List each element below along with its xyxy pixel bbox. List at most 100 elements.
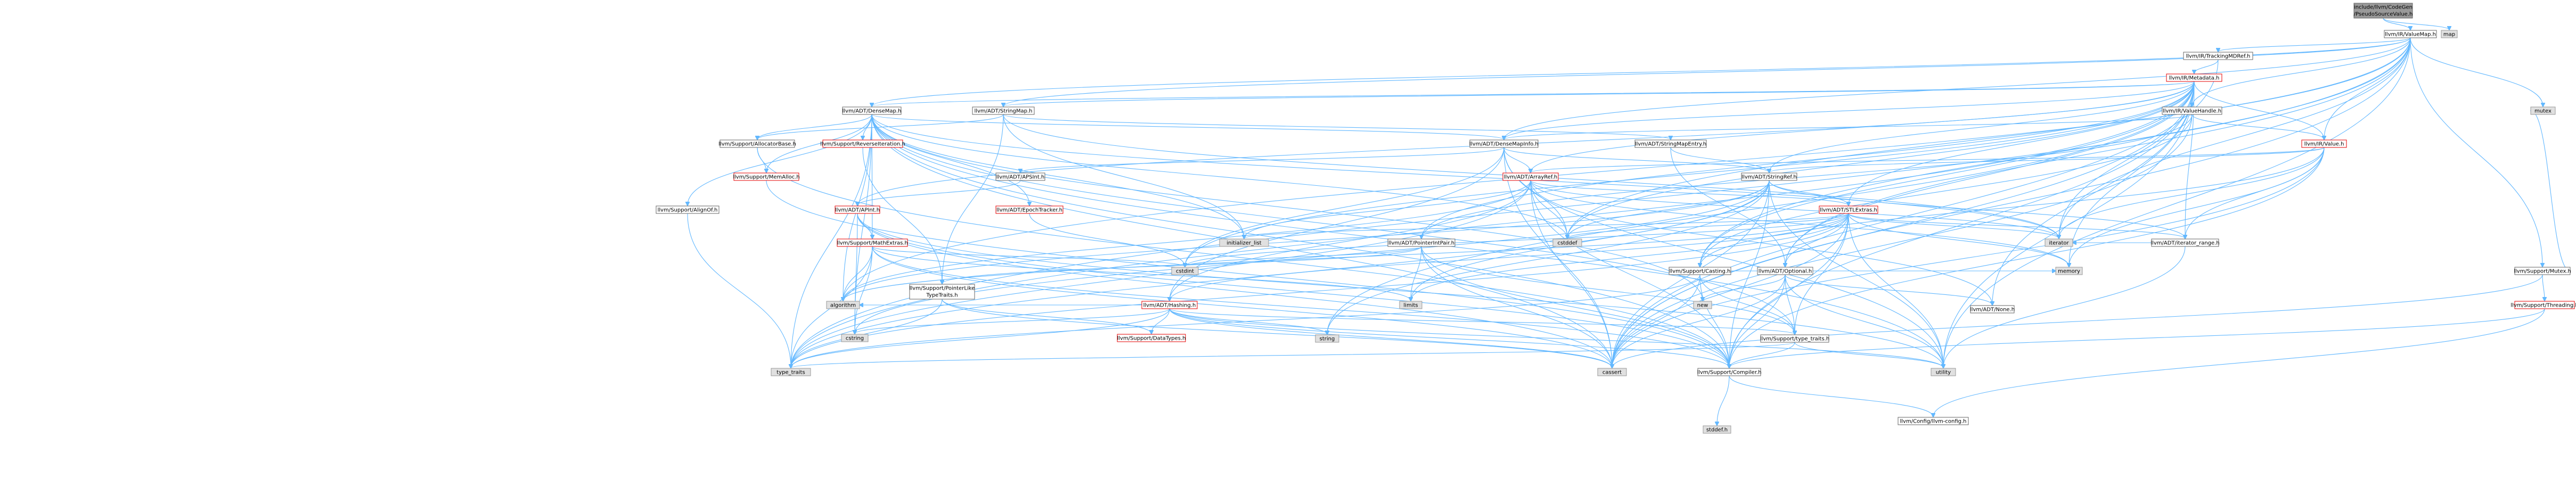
edge-valuemap-to-optional xyxy=(1785,37,2411,267)
edge-metadata-to-compiler xyxy=(1729,81,2195,368)
edge-optional-to-none xyxy=(1785,274,1992,305)
node-box xyxy=(2301,139,2347,148)
edge-stlextras-to-typetraits_llvm xyxy=(1795,213,1849,334)
node-mutex[interactable]: mutex xyxy=(2530,106,2556,115)
edge-valuehandle-to-cassert xyxy=(1612,114,2193,368)
edge-optional-to-typetraits_llvm xyxy=(1785,274,1795,334)
node-cassert[interactable]: cassert xyxy=(1597,368,1627,376)
node-mathextras[interactable]: llvm/Support/MathExtras.h xyxy=(837,238,908,247)
node-valuemap[interactable]: llvm/IR/ValueMap.h xyxy=(2384,30,2437,38)
node-arrayref[interactable]: llvm/ADT/ArrayRef.h xyxy=(1502,172,1559,181)
edge-casting-to-cassert xyxy=(1612,274,1700,368)
node-stringref[interactable]: llvm/ADT/StringRef.h xyxy=(1741,172,1797,181)
node-hashing[interactable]: llvm/ADT/Hashing.h xyxy=(1141,301,1198,309)
edge-densemap-to-alignof xyxy=(688,114,872,205)
node-stlextras[interactable]: llvm/ADT/STLExtras.h xyxy=(1819,205,1878,214)
edge-densemapinfo-to-utility xyxy=(1503,147,1943,368)
node-none[interactable]: llvm/ADT/None.h xyxy=(1970,305,2015,314)
node-string[interactable]: string xyxy=(1315,334,1339,343)
node-type_traits[interactable]: type_traits xyxy=(771,368,811,376)
node-casting[interactable]: llvm/Support/Casting.h xyxy=(1669,267,1731,275)
node-box xyxy=(842,106,902,115)
node-epochtracker[interactable]: llvm/ADT/EpochTracker.h xyxy=(995,205,1064,214)
edge-densemapinfo-to-apsint xyxy=(1020,147,1504,172)
edge-densemap-to-new xyxy=(871,114,1703,301)
node-cstdint[interactable]: cstdint xyxy=(1171,267,1199,275)
node-typetraits_llvm[interactable]: llvm/Support/type_traits.h xyxy=(1760,334,1829,343)
node-densemapinfo[interactable]: llvm/ADT/DenseMapInfo.h xyxy=(1469,139,1539,148)
node-trackingmdref[interactable]: llvm/IR/TrackingMDRef.h xyxy=(2183,52,2253,60)
node-densemap[interactable]: llvm/ADT/DenseMap.h xyxy=(842,106,902,115)
node-root[interactable]: include/llvm/CodeGen/PseudoSourceValue.h xyxy=(2353,3,2413,19)
node-label: stddef.h xyxy=(1706,427,1728,433)
node-box xyxy=(2441,30,2458,38)
edge-arrayref-to-none xyxy=(1530,180,1992,305)
edge-value-to-cassert xyxy=(1612,147,2325,368)
node-iterator[interactable]: iterator xyxy=(2045,238,2073,247)
edge-valuehandle-to-densemapinfo xyxy=(1504,114,2193,139)
node-label: llvm/ADT/STLExtras.h xyxy=(1820,208,1877,213)
node-datatypes[interactable]: llvm/Support/DataTypes.h xyxy=(1117,334,1186,342)
node-stringmap[interactable]: llvm/ADT/StringMap.h xyxy=(972,106,1035,115)
node-value[interactable]: llvm/IR/Value.h xyxy=(2301,139,2347,148)
node-label: llvm/Support/Casting.h xyxy=(1670,269,1731,275)
node-memory[interactable]: memory xyxy=(2055,267,2083,275)
edge-arrayref-to-stlextras xyxy=(1530,180,1849,205)
node-reverseiteration[interactable]: llvm/Support/ReverseIteration.h xyxy=(820,139,905,148)
node-box xyxy=(826,301,860,309)
edge-valuemap-to-trackingmdref xyxy=(2218,37,2411,52)
edge-metadata-to-densemapinfo xyxy=(1504,81,2195,139)
node-threading[interactable]: llvm/Support/Threading.h xyxy=(2510,301,2576,309)
edge-metadata-to-pointerintpair xyxy=(1421,81,2195,238)
node-cstring[interactable]: cstring xyxy=(841,334,869,342)
node-stddef[interactable]: stddef.h xyxy=(1703,425,1731,434)
edge-pointerliketypetraits-to-cassert xyxy=(942,299,1612,368)
node-alignof[interactable]: llvm/Support/AlignOf.h xyxy=(656,205,719,214)
node-limits[interactable]: limits xyxy=(1399,301,1422,309)
edge-pointerintpair-to-compiler xyxy=(1421,246,1729,368)
node-label: llvm/Support/AlignOf.h xyxy=(658,208,718,213)
node-optional[interactable]: llvm/ADT/Optional.h xyxy=(1757,267,1813,275)
edge-apsint-to-apint xyxy=(857,180,1021,205)
node-initializer_list[interactable]: initializer_list xyxy=(1219,238,1269,247)
edge-valuehandle-to-pointerintpair xyxy=(1421,114,2193,238)
node-apint[interactable]: llvm/ADT/APInt.h xyxy=(835,205,880,214)
node-cstddef[interactable]: cstddef xyxy=(1552,238,1582,247)
edge-valuemap-to-cstddef xyxy=(1567,37,2411,238)
node-iteratorrange[interactable]: llvm/ADT/iterator_range.h xyxy=(2150,238,2220,247)
node-llvmconfig[interactable]: llvm/Config/llvm-config.h xyxy=(1898,417,1969,425)
node-box xyxy=(2530,106,2556,115)
node-label: llvm/IR/ValueMap.h xyxy=(2385,32,2436,38)
node-box xyxy=(2151,238,2219,247)
node-mutex_llvm[interactable]: llvm/Support/Mutex.h xyxy=(2514,267,2571,275)
node-algorithm[interactable]: algorithm xyxy=(826,301,860,309)
node-allocatorbase[interactable]: llvm/Support/AllocatorBase.h xyxy=(718,139,796,148)
node-stringmapentry[interactable]: llvm/ADT/StringMapEntry.h xyxy=(1634,139,1707,148)
edge-stlextras-to-cstdint xyxy=(1185,213,1849,267)
node-label: type_traits xyxy=(776,370,805,376)
edge-threading-to-compiler xyxy=(1729,308,2545,368)
edge-arrayref-to-cassert xyxy=(1530,180,1612,368)
node-new[interactable]: new xyxy=(1693,301,1712,309)
edge-hashing-to-compiler xyxy=(1169,308,1729,368)
node-compiler[interactable]: llvm/Support/Compiler.h xyxy=(1697,368,1762,376)
edge-optional-to-compiler xyxy=(1729,274,1786,368)
edge-valuemap-to-densemap xyxy=(872,37,2411,106)
node-metadata[interactable]: llvm/IR/Metadata.h xyxy=(2166,73,2222,82)
edge-stringmapentry-to-stringref xyxy=(1670,147,1769,172)
node-valuehandle[interactable]: llvm/IR/ValueHandle.h xyxy=(2162,106,2222,115)
node-pointerintpair[interactable]: llvm/ADT/PointerIntPair.h xyxy=(1387,238,1455,247)
edge-alignof-to-type_traits xyxy=(687,213,791,368)
node-label: llvm/IR/ValueHandle.h xyxy=(2163,109,2221,114)
nodes-layer: include/llvm/CodeGen/PseudoSourceValue.h… xyxy=(656,3,2576,434)
node-memalloc[interactable]: llvm/Support/MemAlloc.h xyxy=(733,172,800,181)
edge-valuehandle-to-casting xyxy=(1700,114,2193,267)
node-utility[interactable]: utility xyxy=(1931,368,1956,376)
node-box xyxy=(1757,267,1813,275)
node-box xyxy=(2166,73,2222,82)
node-box xyxy=(1970,305,2015,314)
node-apsint[interactable]: llvm/ADT/APSInt.h xyxy=(995,172,1045,181)
edge-trackingmdref-to-metadata xyxy=(2194,59,2219,73)
node-map[interactable]: map xyxy=(2441,30,2458,38)
